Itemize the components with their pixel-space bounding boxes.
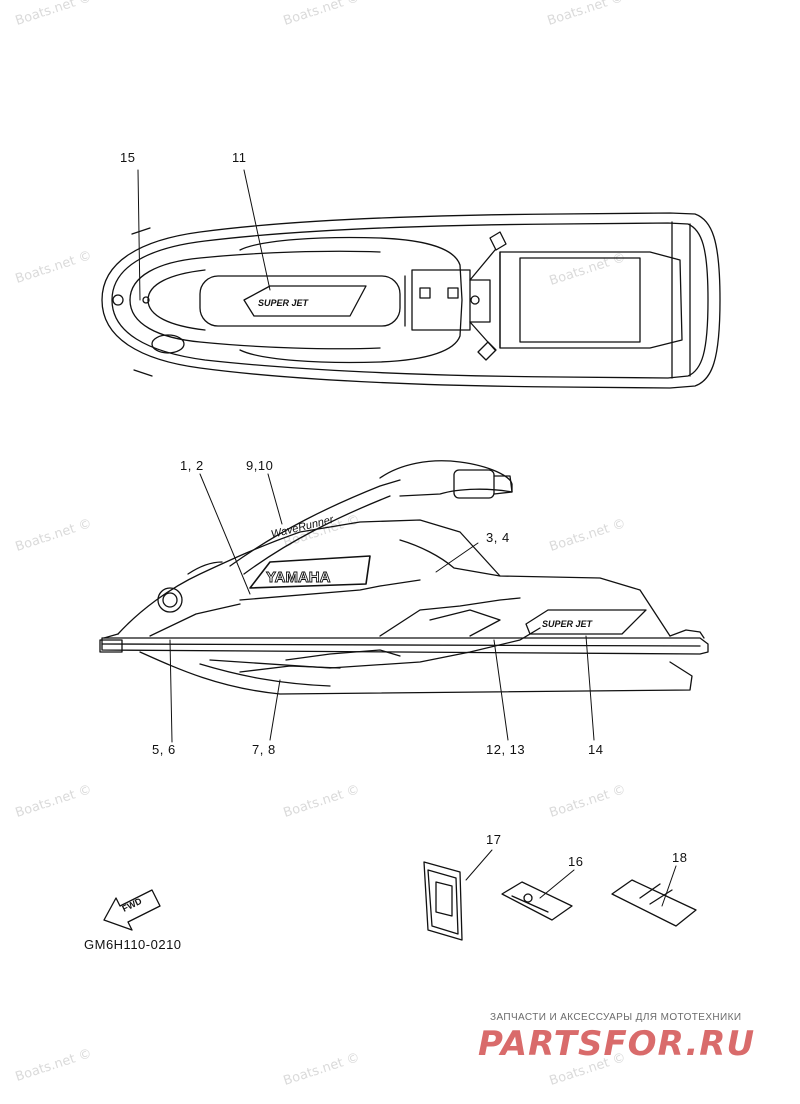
callout-9-10: 9,10 bbox=[246, 458, 274, 473]
top-super-jet-decal-text: SUPER JET bbox=[258, 298, 310, 308]
fwd-label: FWD bbox=[120, 896, 143, 914]
part-16-decal-sheet bbox=[501, 881, 573, 921]
brand-tagline: ЗАПЧАСТИ И АКСЕССУАРЫ ДЛЯ МОТОТЕХНИКИ bbox=[490, 1012, 742, 1023]
diagram-code: GM6H110-0210 bbox=[84, 937, 182, 952]
top-view-super-jet-decal bbox=[243, 285, 367, 317]
brand-logo[interactable]: PARTSFOR.RU bbox=[478, 1024, 756, 1064]
side-view-hull bbox=[99, 460, 709, 695]
part-17-decal-sheet bbox=[423, 861, 463, 941]
callout-3-4: 3, 4 bbox=[486, 530, 510, 545]
side-view-super-jet-decal bbox=[525, 609, 647, 635]
yamaha-decal-text: YAMAHA bbox=[266, 569, 331, 586]
callout-5-6: 5, 6 bbox=[152, 742, 176, 757]
part-18-decal-sheet bbox=[611, 879, 697, 927]
side-super-jet-decal-text: SUPER JET bbox=[542, 619, 594, 629]
callout-17: 17 bbox=[486, 832, 502, 847]
forward-arrow-icon bbox=[103, 889, 161, 931]
leader-lines bbox=[137, 169, 677, 907]
callout-1-2: 1, 2 bbox=[180, 458, 204, 473]
callout-14: 14 bbox=[588, 742, 604, 757]
callout-15: 15 bbox=[120, 150, 136, 165]
callout-11: 11 bbox=[232, 150, 247, 165]
callout-18: 18 bbox=[672, 850, 688, 865]
top-view-hull bbox=[101, 212, 721, 389]
callout-7-8: 7, 8 bbox=[252, 742, 276, 757]
callout-12-13: 12, 13 bbox=[486, 742, 526, 757]
callout-16: 16 bbox=[568, 854, 584, 869]
